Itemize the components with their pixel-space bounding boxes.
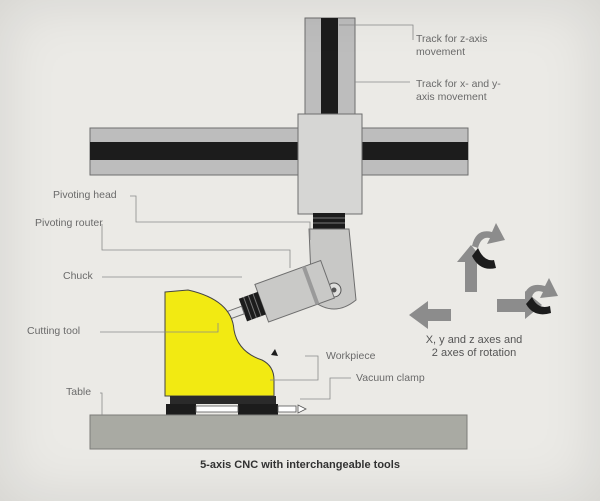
carriage-block bbox=[297, 113, 363, 215]
label-pivoting-router: Pivoting router bbox=[35, 217, 103, 229]
label-workpiece: Workpiece bbox=[326, 350, 376, 362]
vacuum-clamp bbox=[170, 396, 276, 404]
rotation-arrow-right-icon bbox=[525, 278, 558, 315]
xy-axis-track-rail bbox=[90, 142, 468, 160]
arrow-right-icon bbox=[497, 291, 542, 319]
label-pivoting-head: Pivoting head bbox=[53, 189, 117, 201]
leader-lines bbox=[100, 24, 414, 415]
label-track-xy: Track for x- and y-axis movement bbox=[416, 78, 501, 103]
axes-note: X, y and z axes and 2 axes of rotation bbox=[425, 334, 523, 359]
diagram-caption: 5-axis CNC with interchangeable tools bbox=[200, 459, 400, 471]
workpiece bbox=[164, 289, 275, 397]
label-track-z: Track for z-axis movement bbox=[416, 33, 488, 58]
head-collar bbox=[313, 213, 345, 229]
z-axis-track-rail bbox=[321, 18, 338, 130]
arrow-up-icon bbox=[457, 245, 485, 292]
label-cutting-tool: Cutting tool bbox=[27, 325, 81, 337]
label-table: Table bbox=[66, 386, 92, 398]
arrow-left-icon bbox=[409, 301, 451, 329]
label-vacuum-clamp: Vacuum clamp bbox=[356, 372, 425, 384]
rotation-arrow-up-icon bbox=[472, 223, 505, 269]
label-chuck: Chuck bbox=[63, 270, 93, 282]
table bbox=[89, 414, 468, 450]
pivoting-router bbox=[222, 259, 335, 323]
